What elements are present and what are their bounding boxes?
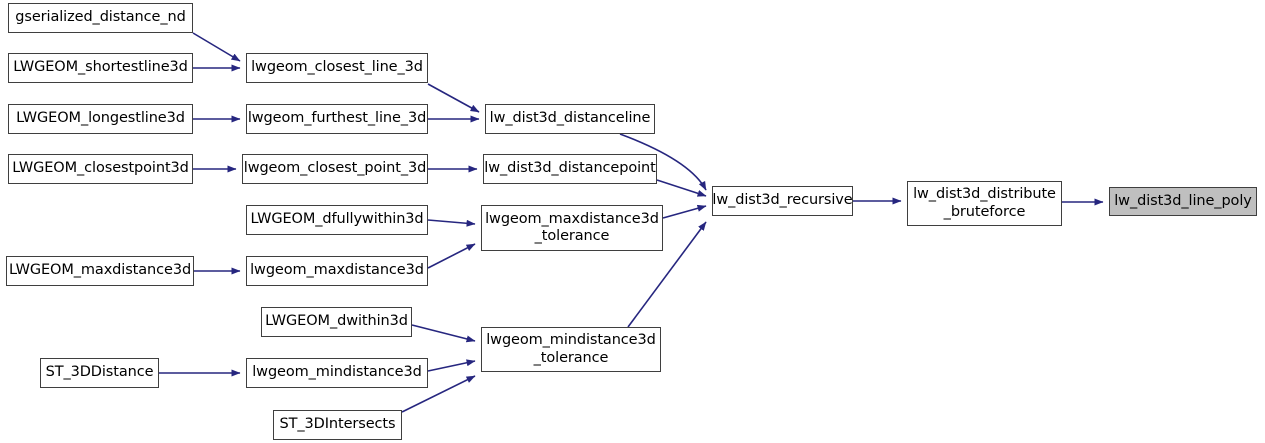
node-label: lwgeom_maxdistance3d: [250, 262, 424, 279]
node-label: LWGEOM_closestpoint3d: [12, 160, 189, 177]
node-label: lwgeom_mindistance3d: [252, 364, 422, 381]
node-LWGEOM_maxdistance3d[interactable]: LWGEOM_maxdistance3d: [6, 256, 194, 286]
edge-lwgeom_maxdistance3d-to-lwgeom_maxdistance3d_tolerance: [427, 243, 476, 269]
node-lw_dist3d_line_poly[interactable]: lw_dist3d_line_poly: [1109, 187, 1257, 216]
node-lwgeom_closest_point_3d[interactable]: lwgeom_closest_point_3d: [242, 154, 428, 184]
node-label: lw_dist3d_distanceline: [489, 110, 651, 127]
edge-lwgeom_maxdistance3d_tolerance-to-lw_dist3d_recursive: [662, 204, 707, 219]
node-label: lw_dist3d_line_poly: [1114, 192, 1252, 209]
node-label: lw_dist3d_recursive: [712, 192, 853, 209]
node-label: lw_dist3d_distribute _bruteforce: [913, 186, 1056, 220]
node-label: ST_3DIntersects: [279, 416, 396, 433]
node-label: gserialized_distance_nd: [15, 9, 186, 26]
node-lw_dist3d_distanceline[interactable]: lw_dist3d_distanceline: [485, 104, 655, 134]
node-label: lwgeom_maxdistance3d _tolerance: [485, 210, 659, 244]
node-lw_dist3d_recursive[interactable]: lw_dist3d_recursive: [712, 186, 853, 216]
node-LWGEOM_closestpoint3d[interactable]: LWGEOM_closestpoint3d: [8, 154, 193, 184]
node-ST_3DIntersects[interactable]: ST_3DIntersects: [273, 410, 402, 440]
edge-lw_dist3d_distancepoint-to-lw_dist3d_recursive: [656, 179, 707, 197]
node-label: LWGEOM_dfullywithin3d: [250, 211, 424, 228]
node-lw_dist3d_distancepoint[interactable]: lw_dist3d_distancepoint: [483, 154, 657, 184]
node-gserialized_distance_nd[interactable]: gserialized_distance_nd: [8, 3, 193, 33]
node-label: LWGEOM_shortestline3d: [13, 59, 188, 76]
node-lwgeom_maxdistance3d[interactable]: lwgeom_maxdistance3d: [246, 256, 428, 286]
node-LWGEOM_dwithin3d[interactable]: LWGEOM_dwithin3d: [261, 307, 412, 337]
node-label: lwgeom_furthest_line_3d: [247, 110, 427, 127]
edge-LWGEOM_dwithin3d-to-lwgeom_mindistance3d_tolerance: [411, 324, 476, 343]
edge-gserialized_distance_nd-to-lwgeom_closest_line_3d: [192, 32, 241, 62]
node-lwgeom_mindistance3d[interactable]: lwgeom_mindistance3d: [246, 358, 428, 388]
node-label: lwgeom_closest_line_3d: [251, 59, 423, 76]
node-LWGEOM_longestline3d[interactable]: LWGEOM_longestline3d: [8, 104, 193, 134]
node-label: LWGEOM_maxdistance3d: [8, 262, 192, 279]
node-lwgeom_furthest_line_3d[interactable]: lwgeom_furthest_line_3d: [246, 104, 428, 134]
edge-lwgeom_mindistance3d-to-lwgeom_mindistance3d_tolerance: [427, 359, 476, 372]
node-lwgeom_mindistance3d_tolerance[interactable]: lwgeom_mindistance3d _tolerance: [481, 327, 661, 372]
node-label: lwgeom_closest_point_3d: [243, 160, 427, 177]
node-ST_3DDistance[interactable]: ST_3DDistance: [40, 358, 159, 388]
node-label: LWGEOM_longestline3d: [16, 110, 185, 127]
edge-lwgeom_closest_line_3d-to-lw_dist3d_distanceline: [427, 83, 480, 113]
node-label: ST_3DDistance: [45, 364, 154, 381]
node-LWGEOM_shortestline3d[interactable]: LWGEOM_shortestline3d: [8, 53, 193, 83]
node-label: lwgeom_mindistance3d _tolerance: [486, 332, 656, 366]
node-label: lw_dist3d_distancepoint: [484, 160, 656, 177]
node-lwgeom_closest_line_3d[interactable]: lwgeom_closest_line_3d: [246, 53, 428, 83]
node-label: LWGEOM_dwithin3d: [265, 313, 408, 330]
node-lw_dist3d_distribute_bruteforce[interactable]: lw_dist3d_distribute _bruteforce: [907, 181, 1062, 226]
edge-LWGEOM_dfullywithin3d-to-lwgeom_maxdistance3d_tolerance: [427, 219, 476, 227]
node-lwgeom_maxdistance3d_tolerance[interactable]: lwgeom_maxdistance3d _tolerance: [481, 205, 663, 251]
node-LWGEOM_dfullywithin3d[interactable]: LWGEOM_dfullywithin3d: [246, 205, 428, 235]
